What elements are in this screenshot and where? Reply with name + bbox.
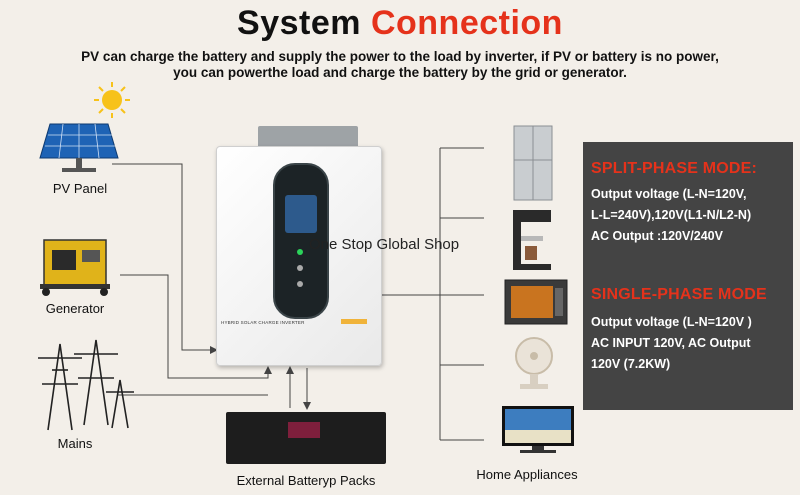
status-led [297, 281, 303, 287]
control-panel [273, 163, 329, 319]
solar-panel-icon [39, 123, 119, 172]
loads-label: Home Appliances [476, 467, 578, 482]
split-phase-line: AC Output :120V/240V [591, 229, 723, 243]
display-screen [285, 195, 317, 233]
generator-icon [40, 239, 110, 296]
sun-icon [94, 82, 130, 118]
power-tower-icon [38, 339, 134, 431]
battery-display [288, 422, 320, 438]
status-led [297, 249, 303, 255]
pv-panel-label: PV Panel [52, 181, 108, 196]
wall-bracket [258, 126, 358, 148]
inverter-tag [341, 319, 367, 324]
wire-generator [120, 274, 269, 379]
single-phase-heading: SINGLE-PHASE MODE [591, 286, 767, 303]
subtitle-line-2: you can powerthe load and charge the bat… [173, 65, 627, 80]
title-part-2: Connection [370, 4, 563, 42]
arrow-battery-down [303, 402, 311, 410]
subtitle-line-1: PV can charge the battery and supply the… [81, 49, 719, 64]
subtitle: PV can charge the battery and supply the… [20, 49, 780, 81]
arrow-generator [264, 366, 272, 374]
split-phase-text: Output voltage (L-N=120V, L-L=240V),120V… [591, 184, 751, 247]
split-phase-heading: SPLIT-PHASE MODE: [591, 160, 758, 177]
mains-label: Mains [57, 436, 93, 451]
battery-pack [226, 412, 386, 464]
oven-icon [504, 279, 568, 325]
single-phase-line: AC INPUT 120V, AC Output [591, 336, 751, 350]
tv-icon [502, 406, 574, 453]
arrow-battery-up [286, 366, 294, 374]
page-title: System Connection [0, 4, 800, 43]
battery-label: External Batteryp Packs [236, 473, 376, 488]
single-phase-line: Output voltage (L-N=120V ) [591, 315, 752, 329]
refrigerator-icon [513, 125, 553, 201]
mode-info-box: SPLIT-PHASE MODE: Output voltage (L-N=12… [583, 142, 793, 410]
coffee-machine-icon [513, 210, 551, 270]
fan-icon [515, 337, 553, 389]
status-led [297, 265, 303, 271]
arrow-pv [210, 346, 218, 354]
inverter-label: HYBRID SOLAR CHARGE INVERTER [221, 320, 305, 325]
split-phase-line: Output voltage (L-N=120V, [591, 187, 747, 201]
single-phase-text: Output voltage (L-N=120V ) AC INPUT 120V… [591, 312, 752, 375]
title-part-1: System [237, 4, 362, 42]
inverter: HYBRID SOLAR CHARGE INVERTER [216, 146, 382, 366]
single-phase-line: 120V (7.2KW) [591, 357, 671, 371]
generator-label: Generator [45, 301, 105, 316]
watermark: One Stop Global Shop [309, 236, 460, 253]
wire-pv [112, 163, 212, 351]
split-phase-line: L-L=240V),120V(L1-N/L2-N) [591, 208, 752, 222]
